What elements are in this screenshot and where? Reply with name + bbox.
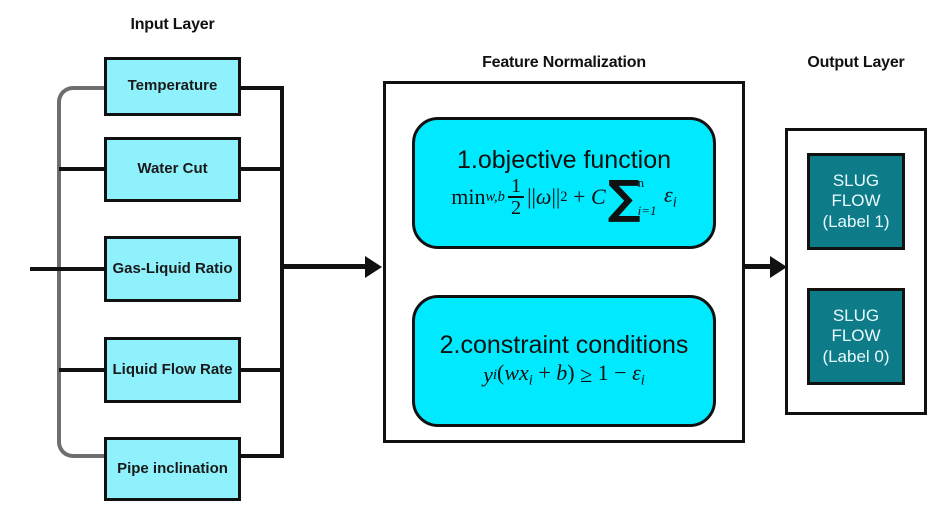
input-stub-left-3	[30, 267, 106, 271]
input-layer-title: Input Layer	[130, 16, 215, 33]
feature-label: Pipe inclination	[117, 459, 228, 477]
fraction-numerator: 1	[510, 174, 522, 197]
output-class-box-label-1[interactable]: SLUG FLOW (Label 1)	[807, 153, 905, 250]
feature-box-liquid-flow-rate[interactable]: Liquid Flow Rate	[104, 337, 241, 403]
arrow-normalization-to-output-shaft	[745, 264, 775, 269]
output-class-line1: SLUG	[832, 306, 880, 326]
input-stub-left-2	[59, 167, 106, 171]
feature-label: Liquid Flow Rate	[112, 360, 233, 378]
feature-box-pipe-inclination[interactable]: Pipe inclination	[104, 437, 241, 501]
summation-upper-limit: n	[637, 175, 645, 191]
plus-operator: +	[567, 184, 591, 210]
geq-operator: ≥	[574, 362, 598, 388]
feature-label: Temperature	[127, 77, 218, 95]
fraction-denominator: 2	[507, 196, 525, 218]
y-subscript: i	[492, 366, 497, 383]
output-class-line2: FLOW	[831, 191, 881, 211]
sigma-glyph: ∑	[607, 169, 641, 224]
norm-exponent: 2	[560, 188, 568, 205]
label-variable-y: y	[483, 362, 493, 388]
input-collector-bus	[280, 86, 284, 458]
summation-limits: n i=1	[638, 175, 657, 219]
min-subscript: w,b	[485, 188, 505, 205]
objective-function-heading: 1.objective function	[456, 145, 672, 174]
summation-operator: ∑ n i=1	[607, 169, 657, 224]
norm-omega: ||ω||	[527, 184, 561, 210]
arrow-normalization-to-output-head	[770, 256, 787, 278]
input-stub-right-2	[239, 167, 284, 171]
feature-box-gas-liquid-ratio[interactable]: Gas-Liquid Ratio	[104, 236, 241, 302]
output-class-line2: FLOW	[831, 326, 881, 346]
min-operator: min	[451, 184, 486, 210]
feature-label: Gas-Liquid Ratio	[112, 259, 233, 277]
input-stub-right-1	[239, 86, 284, 90]
input-stub-left-4	[59, 368, 106, 372]
arrow-input-to-normalization-shaft	[282, 264, 367, 269]
slack-variable: εi	[664, 182, 677, 211]
constraint-conditions-heading: 2.constraint conditions	[439, 331, 689, 360]
feature-box-temperature[interactable]: Temperature	[104, 57, 241, 116]
one-half-fraction: 1 2	[507, 174, 525, 218]
penalty-constant-C: C	[590, 184, 606, 210]
feature-box-water-cut[interactable]: Water Cut	[104, 137, 241, 202]
output-class-line1: SLUG	[832, 171, 880, 191]
feature-label: Water Cut	[137, 160, 208, 178]
output-class-line3: (Label 0)	[822, 346, 890, 366]
constraint-rhs: 1 − εi	[597, 360, 645, 389]
feature-normalization-title: Feature Normalization	[482, 54, 646, 71]
output-class-line3: (Label 1)	[822, 211, 890, 231]
input-stub-right-4	[239, 368, 284, 372]
summation-lower-limit: i=1	[637, 203, 657, 219]
arrow-input-to-normalization-head	[365, 256, 382, 278]
input-stub-right-5	[239, 454, 284, 458]
output-layer-title: Output Layer	[807, 54, 905, 71]
constraint-expression: (wxi + b)	[497, 360, 575, 389]
output-class-box-label-0[interactable]: SLUG FLOW (Label 0)	[807, 288, 905, 385]
input-bracket	[57, 86, 109, 458]
